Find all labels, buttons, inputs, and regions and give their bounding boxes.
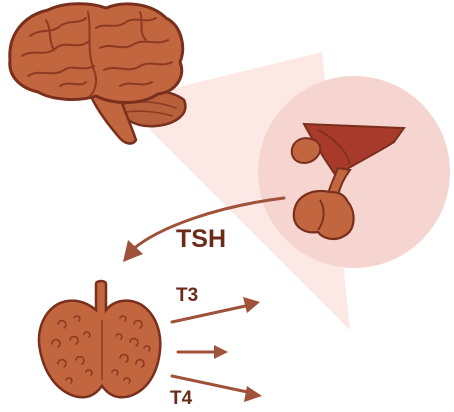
thyroid-gland [39, 281, 160, 397]
small-lobe [292, 138, 321, 163]
t3-label: T3 [176, 285, 198, 306]
tsh-label: TSH [176, 225, 226, 253]
brain-illustration [10, 4, 186, 144]
middle-arrow [178, 345, 228, 359]
zoom-circle [258, 76, 450, 268]
t4-label: T4 [170, 388, 193, 409]
